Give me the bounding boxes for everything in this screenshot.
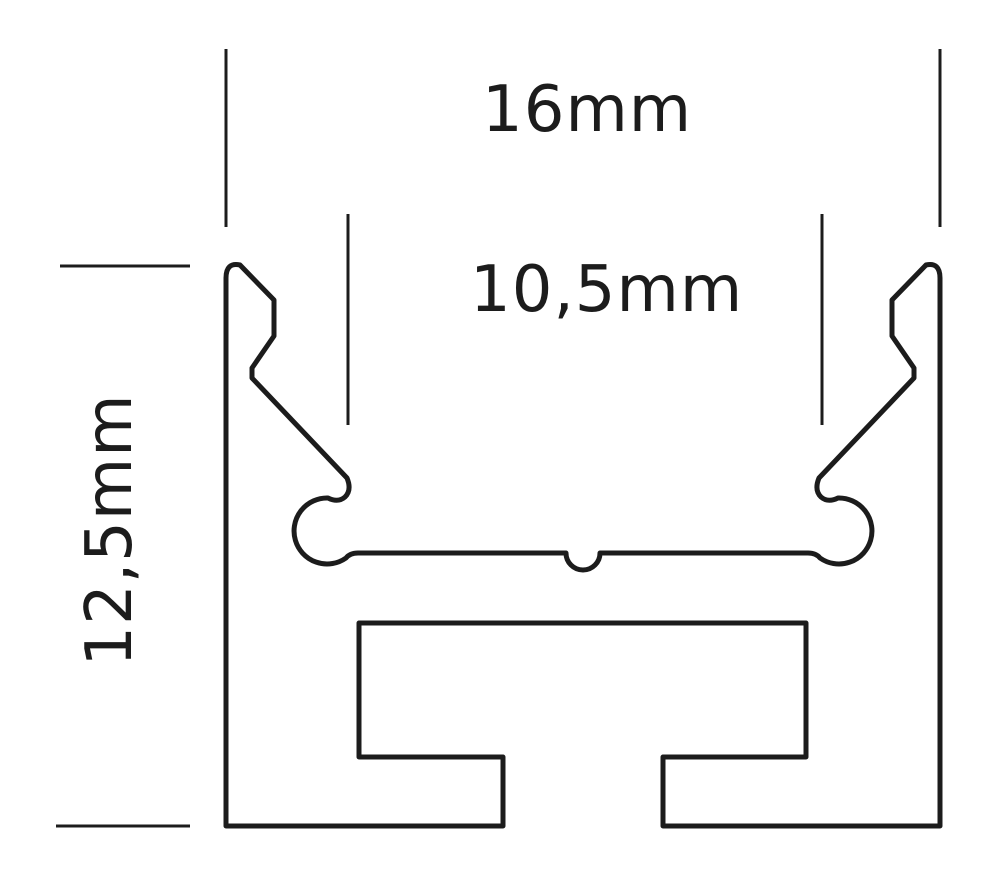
height-label: 12,5mm	[73, 393, 147, 667]
outer-width-label: 16mm	[482, 73, 693, 147]
profile-outline	[223, 262, 943, 829]
inner-opening-label: 10,5mm	[470, 253, 744, 327]
